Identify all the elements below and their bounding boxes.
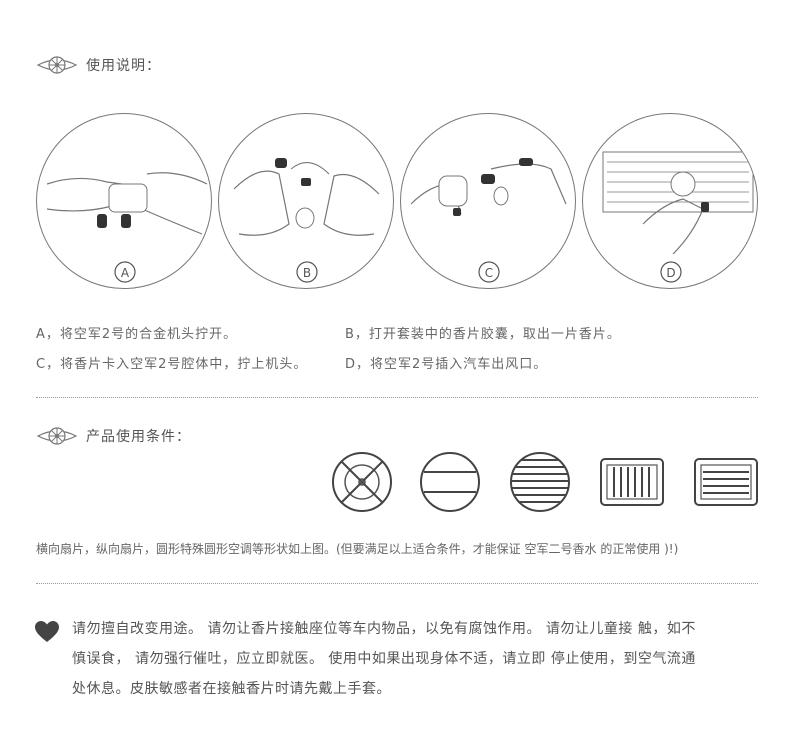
step-d-label: D: [666, 266, 675, 280]
propeller-logo-icon: [36, 56, 78, 74]
conditions-section-header: 产品使用条件：: [36, 423, 191, 449]
warning-line-3: 处休息。皮肤敏感者在接触香片时请先戴上手套。: [72, 681, 391, 697]
instruction-b: B，打开套装中的香片胶囊，取出一片香片。: [345, 327, 621, 342]
step-a-label: A: [121, 266, 130, 280]
divider: [36, 583, 758, 584]
instruction-d: D，将空军2号插入汽车出风口。: [345, 357, 548, 372]
step-c-illustration: C: [400, 113, 576, 289]
step-d-illustration: D: [582, 113, 758, 289]
vertical-rect-vent-icon: [600, 458, 664, 506]
cross-round-vent-icon: [332, 452, 392, 512]
striped-round-vent-icon: [510, 452, 570, 512]
step-a-illustration: A: [36, 113, 212, 289]
step-c-label: C: [485, 266, 493, 280]
step-b-label: B: [303, 266, 311, 280]
usage-title: 使用说明：: [86, 58, 161, 74]
horizontal-round-vent-icon: [420, 452, 480, 512]
warning-line-2: 慎误食， 请勿强行催吐，应立即就医。 使用中如果出现身体不适，请立即 停止使用，…: [72, 651, 696, 667]
propeller-logo-icon: [36, 427, 78, 445]
divider: [36, 397, 758, 398]
instruction-a: A，将空军2号的合金机头拧开。: [36, 327, 238, 342]
step-b-illustration: B: [218, 113, 394, 289]
heart-icon: [35, 621, 59, 642]
horizontal-rect-vent-icon: [694, 458, 758, 506]
usage-section-header: 使用说明：: [36, 52, 161, 78]
warning-line-1: 请勿擅自改变用途。 请勿让香片接触座位等车内物品，以免有腐蚀作用。 请勿让儿童接…: [72, 621, 696, 637]
instruction-c: C，将香片卡入空军2号腔体中，拧上机头。: [36, 357, 308, 372]
conditions-title: 产品使用条件：: [86, 429, 191, 445]
conditions-note: 横向扇片，纵向扇片，圆形特殊圆形空调等形状如上图。(但要满足以上适合条件，才能保…: [36, 542, 679, 556]
